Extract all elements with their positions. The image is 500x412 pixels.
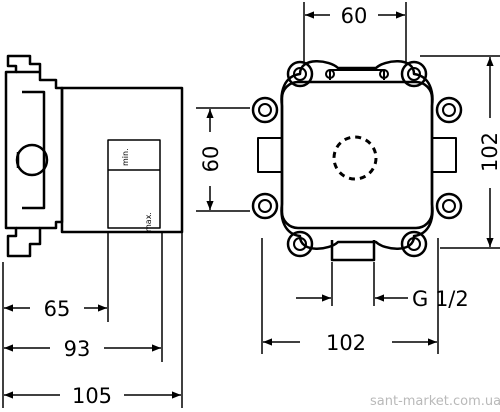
dim-right-102-label: 102	[478, 132, 500, 172]
mounting-frame-outline	[4, 54, 64, 258]
dimension-left-60	[196, 107, 250, 212]
housing-outline	[280, 60, 434, 250]
housing-inner-square	[280, 80, 434, 230]
dim-93-label: 93	[64, 337, 91, 361]
mounting-hole	[435, 192, 463, 220]
thread-label: G 1/2	[412, 287, 469, 311]
pipe-stub	[15, 143, 49, 177]
top-clip	[329, 69, 385, 80]
mounting-hole	[400, 230, 428, 258]
mounting-hole	[251, 96, 279, 124]
left-port	[257, 137, 283, 173]
dimension-thread	[296, 262, 408, 306]
mounting-hole	[251, 192, 279, 220]
mounting-hole	[286, 230, 314, 258]
mounting-frame-inner	[22, 90, 46, 210]
scale-max-label: max.	[144, 212, 153, 232]
dim-bottom-102-label: 102	[326, 331, 366, 355]
center-dashed-circle	[332, 135, 378, 181]
dimension-bottom-102	[261, 238, 439, 354]
side-view	[4, 54, 184, 258]
scale-min-label: min.	[121, 148, 130, 166]
mounting-hole	[400, 60, 428, 88]
dim-105-label: 105	[72, 384, 112, 408]
watermark: sant-market.com.ua	[370, 394, 500, 409]
dimension-right-102	[420, 55, 500, 249]
dim-left-60-label: 60	[199, 146, 223, 173]
mounting-hole	[286, 60, 314, 88]
front-view	[257, 60, 457, 262]
depth-scale	[107, 139, 161, 229]
right-port	[431, 137, 457, 173]
dim-65-label: 65	[44, 297, 71, 321]
mounting-holes	[251, 60, 463, 258]
dimension-top-60	[303, 2, 407, 62]
bottom-outlet	[330, 240, 376, 262]
side-extension-lines	[2, 232, 183, 408]
mounting-hole	[435, 96, 463, 124]
dim-top-60-label: 60	[341, 4, 368, 28]
